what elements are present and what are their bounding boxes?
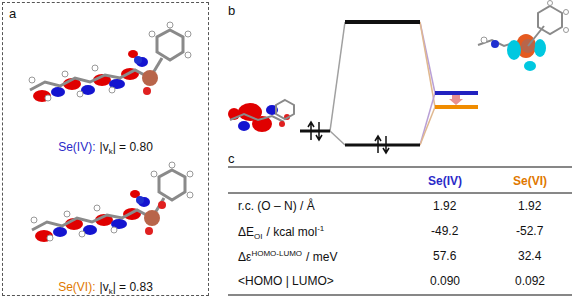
table-cell: 0.092 — [515, 274, 545, 288]
table-cell: -49.2 — [431, 224, 458, 238]
caption-text: |v — [100, 280, 109, 294]
donor-orbital — [228, 100, 294, 132]
table-row-label: ΔεHOMO-LUMO / meV — [238, 249, 337, 264]
dashed-panel: aSe(IV):|vk| = 0.80Se(VI):|vk| = 0.83 — [2, 2, 209, 296]
subscript: k — [109, 147, 113, 156]
row-label: / meV — [306, 250, 337, 264]
caption-text: | = 0.80 — [113, 140, 153, 154]
table-cell: 1.92 — [433, 199, 456, 213]
acceptor-orbital — [478, 1, 569, 72]
caption-text: Se(IV): — [58, 140, 95, 154]
caption-text: Se(VI): — [58, 280, 95, 294]
column-header: Se(VI) — [513, 174, 547, 188]
subscript: OI — [254, 232, 262, 241]
molecule-se4 — [29, 22, 191, 102]
subscript: k — [109, 287, 113, 296]
panel-letter: a — [9, 6, 16, 21]
table-row-label: ΔEOI / kcal mol-1 — [238, 224, 324, 241]
caption-text: | = 0.83 — [113, 280, 153, 294]
orbital-caption: Se(VI): |vk| = 0.83 — [3, 280, 208, 296]
row-label: / kcal mol — [266, 225, 317, 239]
molecule-se6 — [31, 162, 193, 242]
row-label: ΔE — [238, 225, 254, 239]
row-label: Δε — [238, 250, 251, 264]
table-cell: -52.7 — [516, 224, 543, 238]
table-cell: 0.090 — [430, 274, 460, 288]
table-cell: 32.4 — [518, 249, 541, 263]
table-row-label: <HOMO | LUMO> — [238, 274, 334, 288]
superscript: -1 — [317, 224, 324, 233]
panel-letter: c — [228, 151, 235, 166]
row-label: <HOMO | LUMO> — [238, 274, 334, 288]
column-header: Se(IV) — [428, 174, 462, 188]
caption-text: |v — [100, 140, 109, 154]
orbital-caption: Se(IV): |vk| = 0.80 — [3, 140, 208, 156]
table-cell: 57.6 — [433, 249, 456, 263]
table-cell: 1.92 — [518, 199, 541, 213]
mo-diagram — [300, 22, 478, 153]
panel-letter: b — [228, 3, 235, 18]
table-rules — [228, 167, 572, 295]
table-row-label: r.c. (O – N) / Å — [238, 199, 315, 213]
superscript: HOMO-LUMO — [251, 249, 302, 258]
row-label: r.c. (O – N) / Å — [238, 199, 315, 213]
